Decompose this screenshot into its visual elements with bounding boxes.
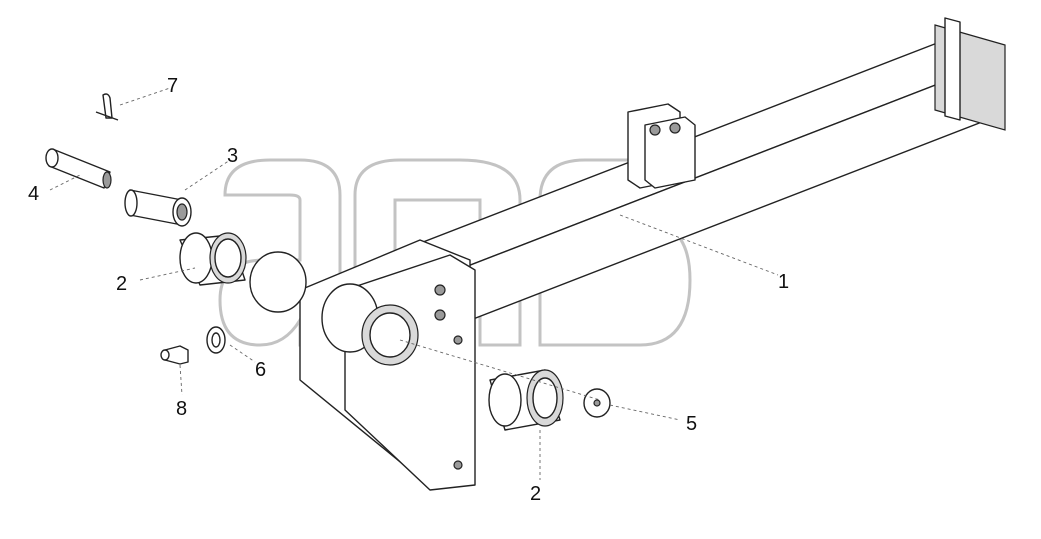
callout-6: 6 bbox=[255, 359, 266, 381]
main-beam bbox=[324, 17, 1006, 356]
callout-3: 3 bbox=[227, 145, 238, 167]
watermark-letter-a bbox=[218, 158, 342, 347]
grease-fitting bbox=[160, 345, 189, 365]
callout-4: 4 bbox=[28, 183, 39, 205]
sleeve-upper bbox=[179, 232, 247, 286]
callout-1: 1 bbox=[778, 271, 789, 293]
callout-2-lower: 2 bbox=[530, 483, 541, 505]
pin bbox=[45, 148, 112, 189]
callout-7: 7 bbox=[167, 75, 178, 97]
lug-hole-2 bbox=[669, 122, 681, 134]
lug-hole-1 bbox=[649, 124, 661, 136]
sleeve-lower bbox=[488, 369, 564, 431]
bushing bbox=[124, 189, 192, 227]
bracket-plates bbox=[249, 239, 476, 491]
cotter-pin bbox=[95, 93, 119, 121]
callout-2-upper: 2 bbox=[116, 273, 127, 295]
callout-5: 5 bbox=[686, 413, 697, 435]
callout-8: 8 bbox=[176, 398, 187, 420]
washer-large bbox=[583, 388, 611, 418]
callouts: 1 2 2 3 4 5 6 7 8 bbox=[28, 75, 789, 505]
watermark-letter-p bbox=[353, 158, 522, 347]
leader-lines bbox=[49, 87, 779, 480]
washer-small bbox=[206, 326, 226, 354]
